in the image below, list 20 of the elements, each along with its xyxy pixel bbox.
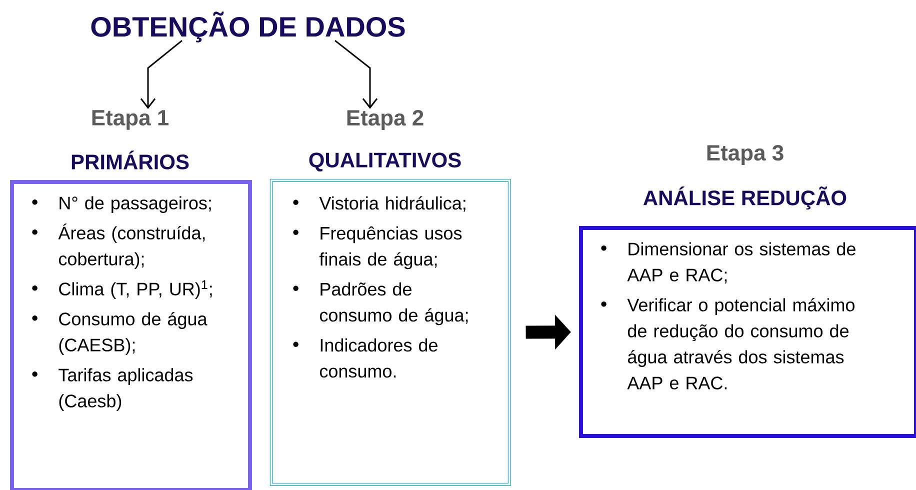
bullet-item: Padrões de consumo de água; [293, 282, 468, 326]
step-label: Etapa 2 [347, 110, 424, 130]
bullet-item: Indicadores de consumo. [293, 338, 438, 378]
bullet-item: Dimensionar os sistemas de AAP e RAC; [601, 242, 856, 284]
box-heading: PRIMÁRIOS [72, 150, 189, 170]
arrow [140, 40, 182, 109]
bullet-item: Vistoria hidráulica; [293, 196, 466, 212]
bullet-item: Frequências usos finais de água; [293, 226, 462, 270]
bullet-item: Verificar o potencial máximo de redução do consumo de água através dos sistemas AAP e RAC. [601, 298, 854, 390]
bullet-item: Áreas (construída, cobertura); [32, 224, 205, 269]
bullet-item: Consumo de água (CAESB); [32, 312, 208, 355]
step-label: Etapa 1 [92, 110, 168, 130]
bullet-item: Clima (T, PP, UR)$^{1}$; [32, 280, 212, 299]
arrow [334, 40, 378, 109]
box-heading: QUALITATIVOS [309, 152, 461, 172]
box-heading: ANÁLISE REDUÇÃO [643, 186, 846, 210]
heading: OBTENÇÃO DE DADOS [91, 12, 405, 42]
bullet-item: Tarifas aplicadas (Caesb) [32, 368, 193, 411]
bullet-item: N° de passageiros; [32, 196, 211, 213]
step-label: Etapa 3 [707, 145, 784, 165]
